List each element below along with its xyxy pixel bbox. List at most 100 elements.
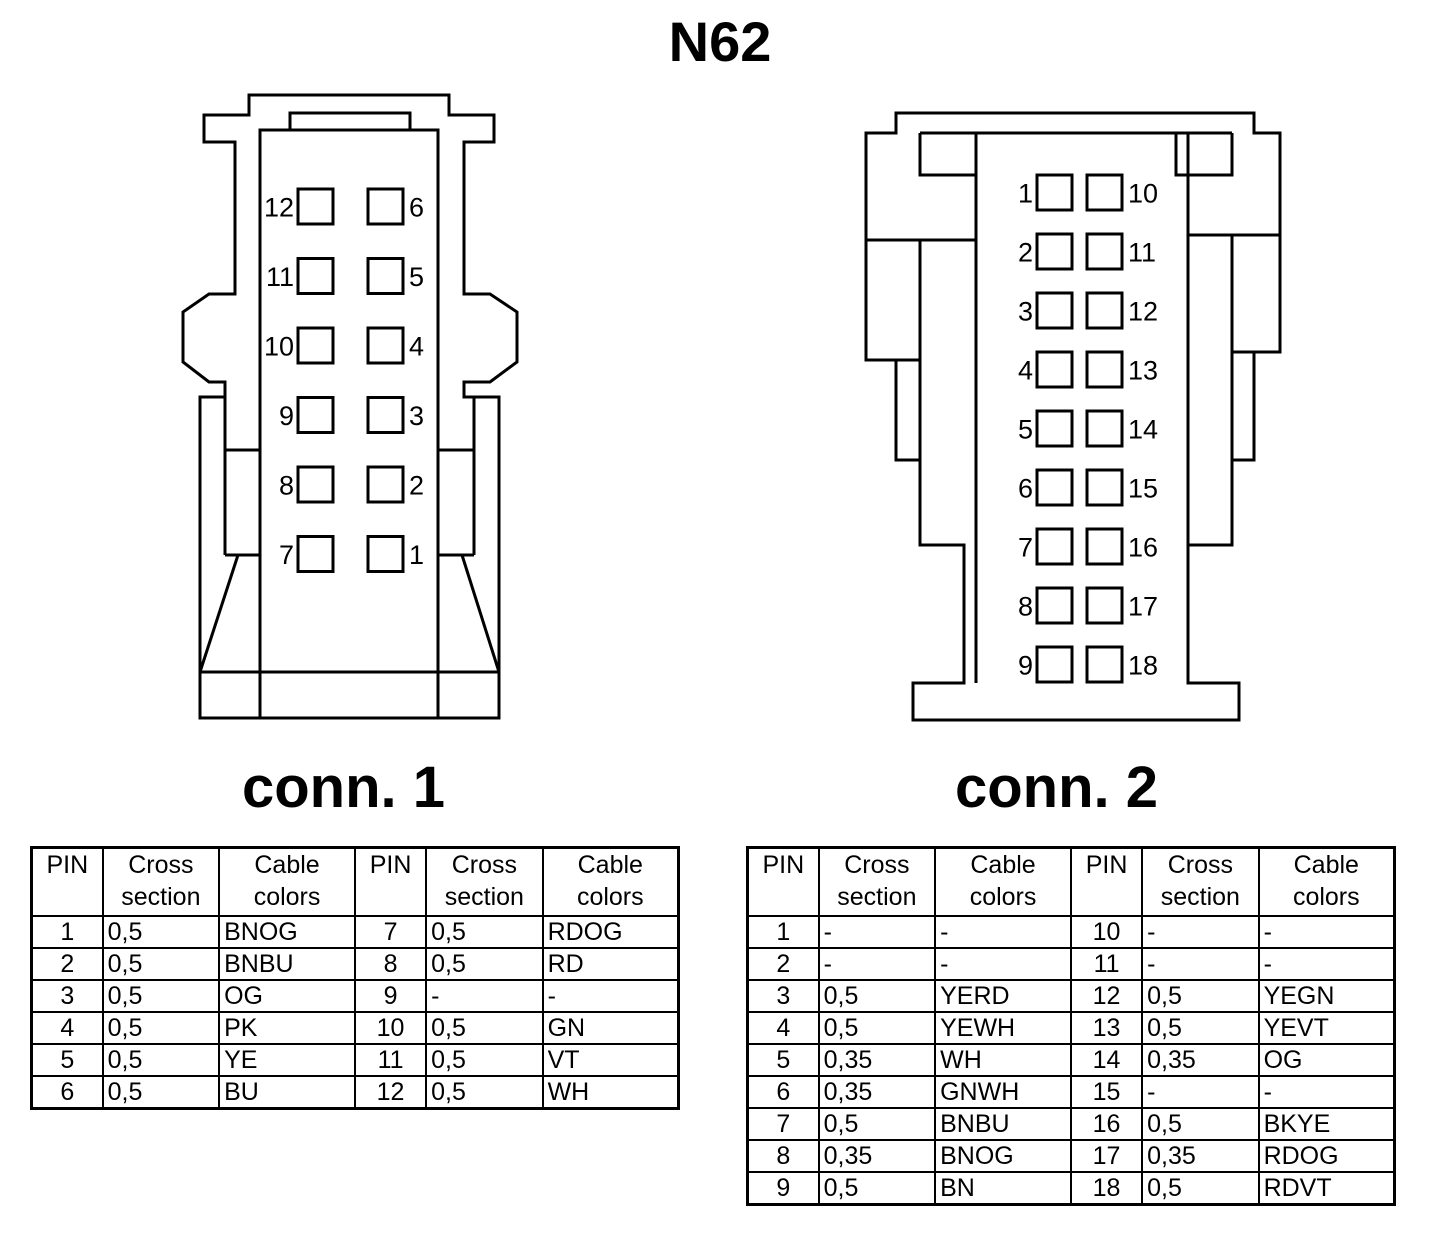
pin-socket (366, 535, 405, 573)
pin-socket (366, 257, 405, 295)
cable-color-cell: RD (541, 947, 680, 981)
cable-color-cell: BNOG (934, 1139, 1072, 1173)
pin-socket (1085, 409, 1124, 448)
pin-cell: 4 (30, 1011, 104, 1045)
cross-section-cell: 0,5 (817, 1011, 937, 1045)
cable-color-cell: OG (218, 979, 356, 1013)
pin-number: 5 (409, 262, 424, 292)
cable-color-cell: VT (541, 1043, 680, 1077)
column-header: Cable colors (1257, 846, 1396, 917)
pin-number: 6 (409, 193, 424, 223)
pin-cell: 18 (1069, 1171, 1144, 1206)
cable-color-cell: RDVT (1257, 1171, 1396, 1206)
pin-cell: 2 (746, 947, 820, 981)
column-header: PIN (30, 846, 104, 917)
cross-section-cell: 0,5 (817, 1171, 937, 1206)
pin-cell: 12 (353, 1075, 428, 1110)
pin-socket (1085, 350, 1124, 389)
cable-color-cell: WH (934, 1043, 1072, 1077)
pin-socket (1035, 527, 1074, 566)
pin-cell: 7 (746, 1107, 820, 1141)
pin-cell: 6 (30, 1075, 104, 1110)
cable-color-cell: BNBU (218, 947, 356, 981)
column-header: Cable colors (218, 846, 356, 917)
pin-number: 1 (409, 540, 424, 570)
pin-number: 7 (1018, 533, 1033, 563)
cross-section-cell: 0,35 (1141, 1043, 1260, 1077)
cross-section-cell: 0,5 (425, 947, 544, 981)
cross-section-cell: 0,5 (101, 1043, 221, 1077)
cross-section-cell: - (425, 979, 544, 1013)
pin-number: 10 (264, 332, 294, 362)
pin-number: 1 (1018, 179, 1033, 209)
pin-number: 4 (1018, 356, 1033, 386)
pin-number: 8 (279, 471, 294, 501)
cable-color-cell: PK (218, 1011, 356, 1045)
pin-number: 9 (279, 401, 294, 431)
pin-socket (366, 326, 405, 365)
cross-section-cell: - (1141, 1075, 1260, 1109)
pin-cell: 2 (30, 947, 104, 981)
pin-socket (1035, 350, 1074, 389)
cross-section-cell: - (817, 915, 937, 949)
cable-color-cell: GNWH (934, 1075, 1072, 1109)
pin-cell: 8 (353, 947, 428, 981)
cross-section-cell: 0,5 (101, 1011, 221, 1045)
pin-cell: 11 (1069, 947, 1144, 981)
pin-number: 3 (409, 401, 424, 431)
pin-number: 12 (264, 193, 294, 223)
column-header: Cross section (817, 846, 937, 917)
column-header: PIN (353, 846, 428, 917)
pin-socket (1085, 291, 1124, 330)
pin-socket (296, 187, 335, 226)
pin-cell: 10 (1069, 915, 1144, 949)
pin-socket (1035, 468, 1074, 507)
pin-socket (1035, 409, 1074, 448)
pin-socket (1085, 173, 1124, 212)
column-header: PIN (1069, 846, 1144, 917)
cross-section-cell: 0,5 (1141, 1171, 1260, 1206)
cable-color-cell: BKYE (1257, 1107, 1396, 1141)
cross-section-cell: 0,35 (817, 1043, 937, 1077)
pin-socket (366, 465, 405, 504)
cable-color-cell: - (541, 979, 680, 1013)
cross-section-cell: 0,5 (101, 1075, 221, 1110)
pin-number: 2 (409, 471, 424, 501)
cable-color-cell: RDOG (1257, 1139, 1396, 1173)
pin-cell: 15 (1069, 1075, 1144, 1109)
pin-socket (296, 396, 335, 434)
pin-number: 17 (1128, 592, 1158, 622)
pin-socket (296, 465, 335, 504)
pin-socket (1035, 645, 1074, 684)
cross-section-cell: 0,5 (817, 1107, 937, 1141)
cross-section-cell: - (1141, 947, 1260, 981)
pin-number: 13 (1128, 356, 1158, 386)
pin-cell: 10 (353, 1011, 428, 1045)
pin-socket (1035, 232, 1074, 271)
cable-color-cell: - (1257, 1075, 1396, 1109)
cable-color-cell: YERD (934, 979, 1072, 1013)
cable-color-cell: BU (218, 1075, 356, 1110)
pin-number: 10 (1128, 179, 1158, 209)
pin-socket (296, 257, 335, 295)
pin-cell: 8 (746, 1139, 820, 1173)
column-header: PIN (746, 846, 820, 917)
cross-section-cell: 0,5 (1141, 1011, 1260, 1045)
cross-section-cell: 0,35 (817, 1075, 937, 1109)
table-row: 2--11-- (746, 947, 1396, 981)
pin-cell: 16 (1069, 1107, 1144, 1141)
